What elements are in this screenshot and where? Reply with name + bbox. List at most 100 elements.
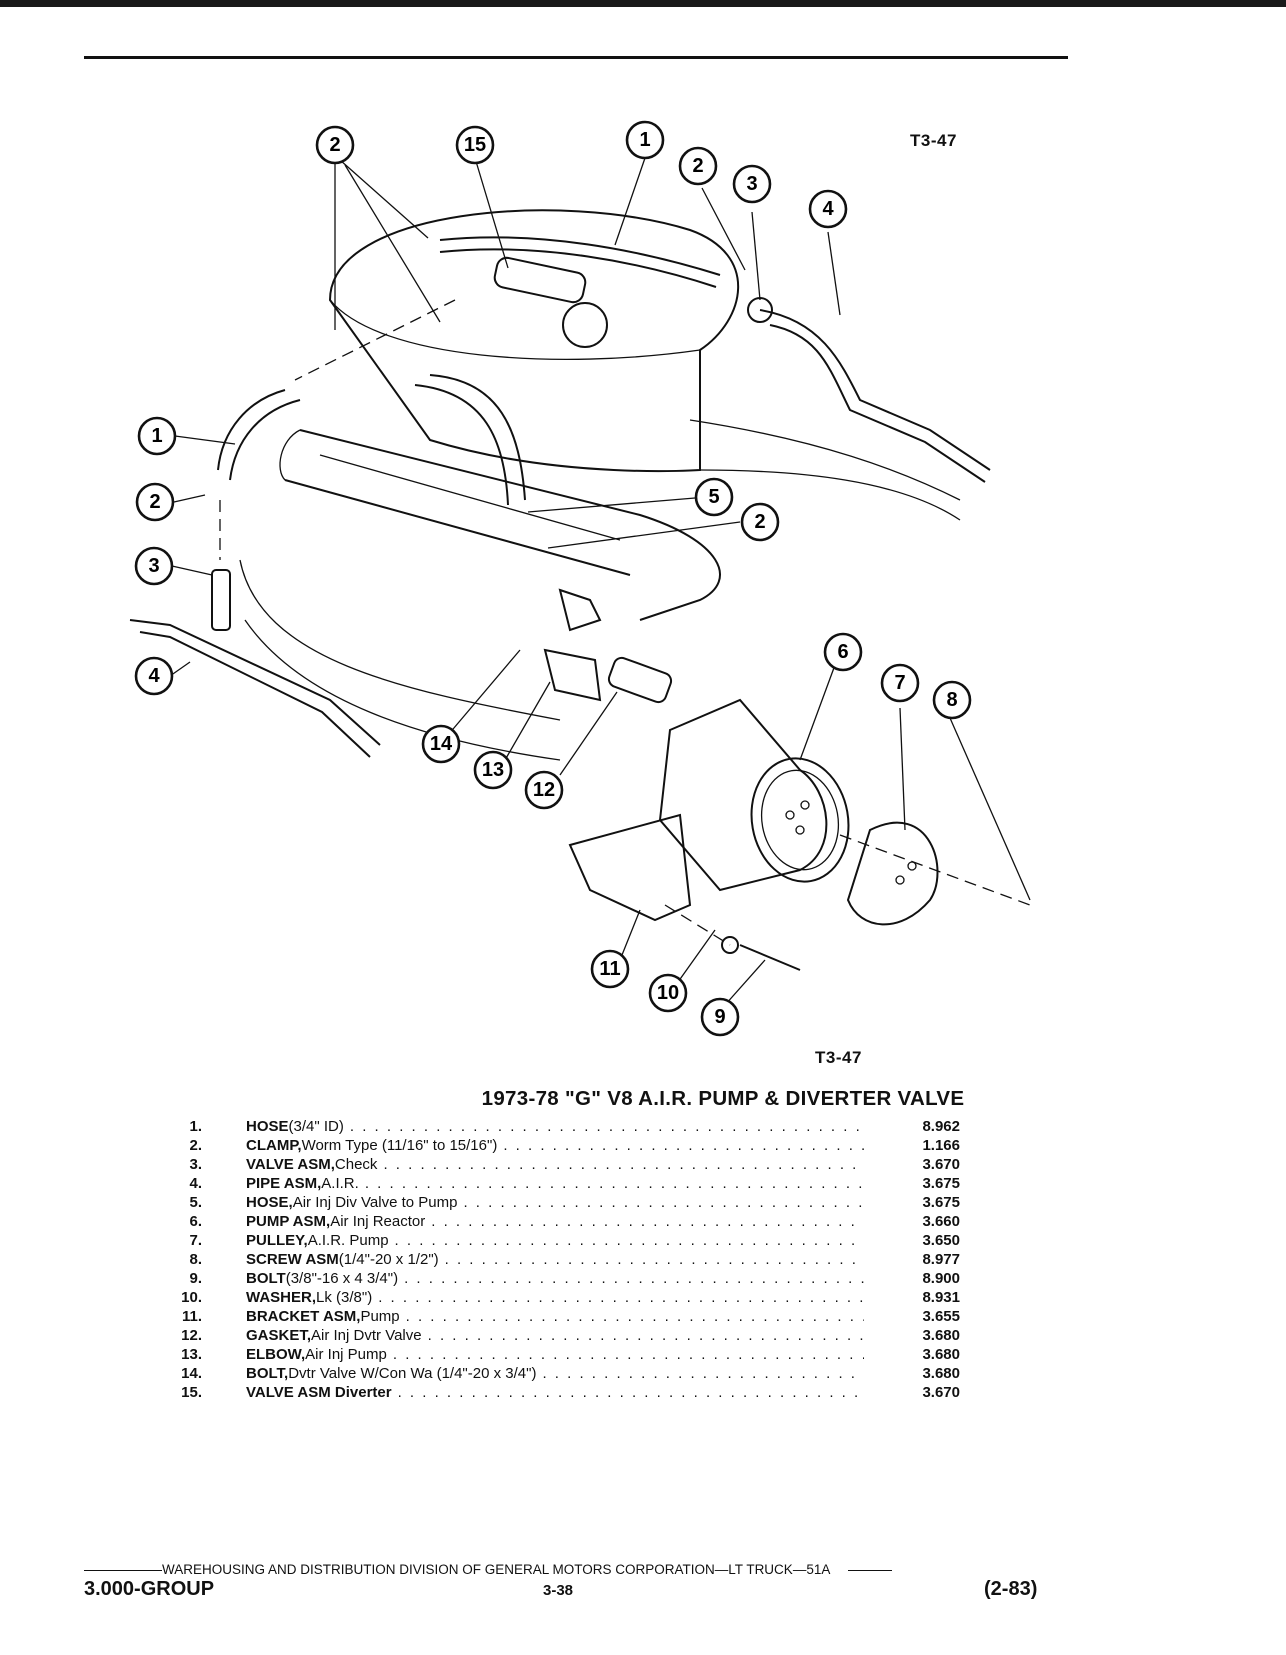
svg-text:3: 3 [148, 555, 159, 577]
part-detail: Air Inj Pump [305, 1346, 387, 1363]
part-description: HOSE, Air Inj Div Valve to Pump [246, 1193, 870, 1212]
part-group-number: 3.670 [922, 1384, 960, 1401]
leader-dots [406, 1307, 864, 1326]
part-detail: A.I.R. [321, 1175, 359, 1192]
svg-text:1: 1 [151, 425, 162, 447]
parts-row: 12.GASKET, Air Inj Dvtr Valve3.680 [160, 1326, 960, 1345]
part-group-number: 3.675 [922, 1194, 960, 1211]
callout-14: 14 [421, 724, 461, 764]
part-name: WASHER, [246, 1289, 317, 1306]
leader-dots [445, 1250, 864, 1269]
leader-dots [542, 1364, 864, 1383]
alignment-lines [219, 299, 1031, 946]
part-name: BRACKET ASM, [246, 1308, 361, 1325]
footer-dash-left [84, 1569, 162, 1571]
leader-dots [395, 1231, 864, 1250]
svg-text:1: 1 [639, 129, 650, 151]
part-name: SCREW ASM [246, 1251, 339, 1268]
top-scan-bar [0, 0, 1286, 7]
part-number: 13. [181, 1346, 202, 1363]
part-number: 15. [181, 1384, 202, 1401]
part-number: 6. [189, 1213, 202, 1230]
svg-text:2: 2 [692, 155, 703, 177]
svg-text:15: 15 [464, 134, 486, 156]
parts-row: 2.CLAMP, Worm Type (11/16" to 15/16")1.1… [160, 1136, 960, 1155]
leader-lines [169, 157, 1031, 1006]
part-description: WASHER, Lk (3/8") [246, 1288, 870, 1307]
leader-dots [350, 1117, 864, 1136]
footer-dash-right [848, 1569, 893, 1571]
part-detail: (3/4" ID) [288, 1118, 344, 1135]
svg-text:14: 14 [430, 733, 453, 755]
part-number: 5. [189, 1194, 202, 1211]
part-description: HOSE (3/4" ID) [246, 1117, 870, 1136]
part-name: GASKET, [246, 1327, 312, 1344]
part-number: 3. [189, 1156, 202, 1173]
callout-6: 6 [823, 632, 863, 672]
part-group-number: 3.680 [922, 1365, 960, 1382]
callout-2-left: 2 [135, 482, 175, 522]
callout-7: 7 [880, 663, 920, 703]
parts-row: 14.BOLT, Dvtr Valve W/Con Wa (1/4"-20 x … [160, 1364, 960, 1383]
leader-dots [503, 1136, 864, 1155]
svg-text:13: 13 [482, 759, 504, 781]
part-number: 11. [181, 1308, 202, 1325]
callout-4-left: 4 [134, 656, 174, 696]
part-group-number: 3.670 [922, 1156, 960, 1173]
svg-text:4: 4 [148, 665, 160, 687]
svg-text:8: 8 [946, 689, 957, 711]
part-description: ELBOW, Air Inj Pump [246, 1345, 870, 1364]
parts-row: 7.PULLEY, A.I.R. Pump3.650 [160, 1231, 960, 1250]
part-detail: Dvtr Valve W/Con Wa (1/4"-20 x 3/4") [288, 1365, 537, 1382]
part-name: PUMP ASM, [246, 1213, 331, 1230]
header-rule [84, 56, 1068, 59]
part-group-number: 3.660 [922, 1213, 960, 1230]
leader-dots [378, 1288, 864, 1307]
part-description: BOLT (3/8"-16 x 4 3/4") [246, 1269, 870, 1288]
callout-11: 11 [590, 949, 630, 989]
callout-8: 8 [932, 680, 972, 720]
svg-text:11: 11 [599, 958, 620, 980]
part-group-number: 8.962 [922, 1118, 960, 1135]
parts-row: 5. HOSE, Air Inj Div Valve to Pump 3.675 [160, 1193, 960, 1212]
svg-text:4: 4 [822, 198, 834, 220]
part-description: SCREW ASM (1/4"-20 x 1/2") [246, 1250, 870, 1269]
svg-text:2: 2 [754, 511, 765, 533]
part-detail: Lk (3/8") [316, 1289, 373, 1306]
part-group-number: 3.675 [922, 1175, 960, 1192]
part-description: PUMP ASM, Air Inj Reactor [246, 1212, 870, 1231]
part-group-number: 8.900 [922, 1270, 960, 1287]
footer-date: (2-83) [984, 1578, 1038, 1600]
part-number: 9. [189, 1270, 202, 1287]
callout-2-top-left: 2 [315, 125, 355, 165]
svg-text:12: 12 [533, 779, 555, 801]
callout-bubbles: 2 15 1 2 3 4 1 2 3 4 5 2 6 7 8 9 10 11 1… [134, 120, 972, 1037]
parts-row: 3.VALVE ASM, Check3.670 [160, 1155, 960, 1174]
part-description: PIPE ASM, A.I.R. [246, 1174, 870, 1193]
part-detail: Check [334, 1156, 378, 1173]
part-detail: Air Inj Div Valve to Pump [292, 1194, 458, 1211]
part-description: CLAMP, Worm Type (11/16" to 15/16") [246, 1136, 870, 1155]
part-number: 14. [181, 1365, 202, 1382]
part-detail: Air Inj Dvtr Valve [311, 1327, 422, 1344]
part-name: VALVE ASM Diverter [246, 1384, 392, 1401]
parts-row: 4.PIPE ASM, A.I.R.3.675 [160, 1174, 960, 1193]
hoses-and-pipes-drawing [129, 236, 991, 758]
callout-10: 10 [648, 973, 688, 1013]
parts-row: 6. PUMP ASM, Air Inj Reactor 3.660 [160, 1212, 960, 1231]
part-name: PULLEY, [246, 1232, 308, 1249]
callout-12: 12 [524, 770, 564, 810]
callout-1-top: 1 [625, 120, 665, 160]
footer-page-number: 3-38 [543, 1582, 574, 1599]
part-name: BOLT [246, 1270, 286, 1287]
part-description: PULLEY, A.I.R. Pump [246, 1231, 870, 1250]
part-description: BRACKET ASM, Pump [246, 1307, 870, 1326]
parts-row: 13. ELBOW, Air Inj Pump 3.680 [160, 1345, 960, 1364]
air-cleaner-drawing [328, 209, 961, 521]
part-detail: (1/4"-20 x 1/2") [338, 1251, 439, 1268]
part-group-number: 3.680 [922, 1346, 960, 1363]
pump-assembly-drawing [543, 588, 939, 971]
callout-13: 13 [473, 750, 513, 790]
part-name: ELBOW, [246, 1346, 306, 1363]
parts-row: 15. VALVE ASM Diverter 3.670 [160, 1383, 960, 1402]
